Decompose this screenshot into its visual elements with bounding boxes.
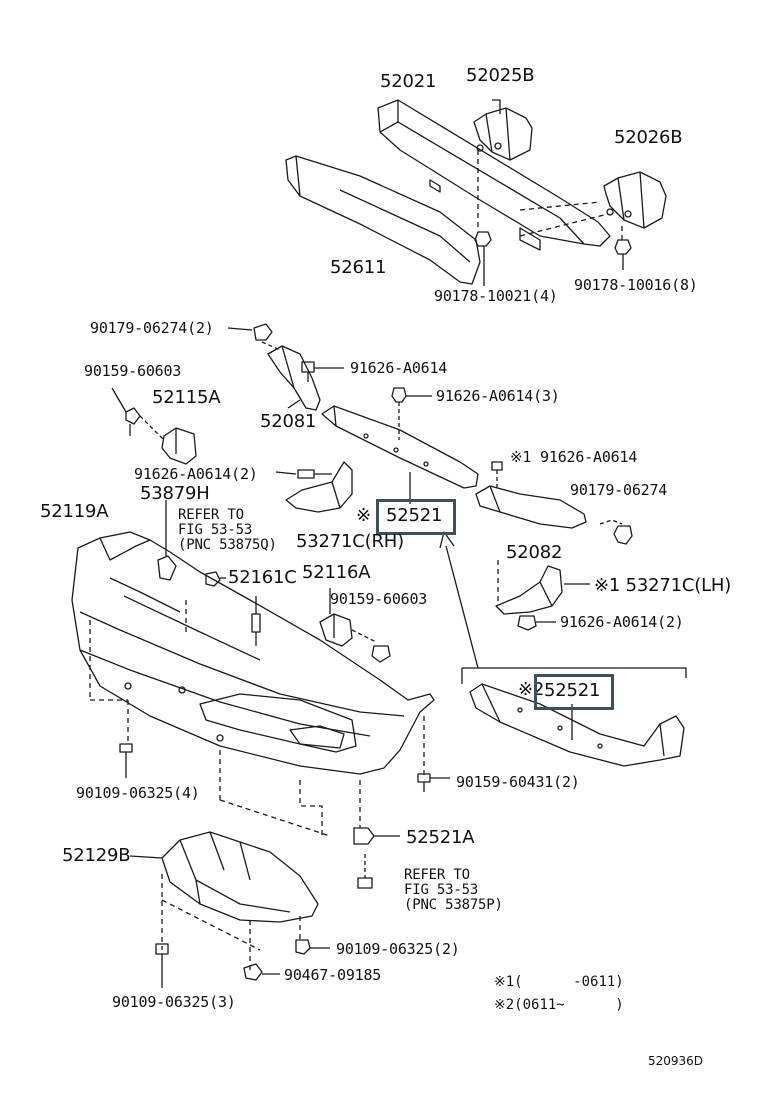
label-91626-a0614-a: 91626-A0614 (350, 359, 448, 377)
ref2-line2: FIG 53-53 (404, 882, 479, 898)
label-52521-alt[interactable]: 52521 (544, 680, 601, 701)
nut-90178-10016 (614, 239, 632, 270)
label-90179-06274: 90179-06274 (570, 481, 668, 499)
note-2: ※2(0611~ ) (494, 997, 624, 1013)
retainer-52521-alt (461, 667, 687, 767)
label-90159-60603-b: 90159-60603 (330, 590, 428, 608)
ref1-line1: REFER TO (178, 507, 244, 523)
bolt-91626-a0614-a (301, 361, 344, 382)
bolt-90109-06325-2 (295, 939, 330, 955)
bracket-52082 (475, 461, 633, 545)
label-53271c-rh: 53271C(RH) (296, 531, 404, 552)
label-53879h: 53879H (140, 483, 210, 504)
label-52021: 52021 (380, 71, 437, 92)
label-90159-60431-2: 90159-60431(2) (456, 773, 580, 791)
bracket-52026b (519, 171, 667, 240)
clip-90467-09185 (243, 963, 280, 981)
ref1-line2: FIG 53-53 (178, 522, 253, 538)
clip-52161c-screw (251, 596, 261, 646)
bolt-52161c (205, 571, 226, 587)
bolt-ref2 (357, 854, 373, 889)
retainer-52081 (267, 345, 321, 411)
highlight-box-52521-alt (534, 674, 614, 710)
clip-53879h (157, 500, 177, 581)
label-90109-06325-3: 90109-06325(3) (112, 993, 236, 1011)
bolt-90109-06325-4 (119, 743, 133, 778)
nut-90178-10021 (474, 231, 492, 286)
retainer-52521-main (321, 405, 479, 504)
bracket-53271c-lh (495, 560, 590, 631)
bolt-90159-60431-2 (417, 773, 450, 792)
label-90109-06325-2: 90109-06325(2) (336, 940, 460, 958)
ref2-line3: (PNC 53875P) (404, 897, 503, 913)
label-90109-06325-4: 90109-06325(4) (76, 784, 200, 802)
label-52521-main[interactable]: 52521 (386, 505, 443, 526)
highlight-box-52521-main (376, 499, 456, 535)
bracket-52025b (473, 99, 533, 230)
bracket-52116a (319, 588, 391, 663)
figure-code: 520936D (648, 1054, 704, 1068)
label-52115a: 52115A (152, 387, 221, 408)
label-91626-a0614-2b: 91626-A0614(2) (560, 613, 684, 631)
label-90179-06274-2: 90179-06274(2) (90, 319, 214, 337)
ref1-line3: (PNC 53875Q) (178, 537, 277, 553)
bolt-90109-06325-3 (155, 943, 169, 988)
label-53271c-lh: ※1 53271C(LH) (594, 575, 732, 596)
label-52081: 52081 (260, 411, 317, 432)
label-52611: 52611 (330, 257, 387, 278)
label-90159-60603-a: 90159-60603 (84, 362, 182, 380)
label-91626-a0614-2a: 91626-A0614(2) (134, 465, 258, 483)
note-1: ※1( -0611) (494, 974, 624, 990)
bracket-53271c-rh (275, 461, 353, 513)
label-52521a: 52521A (406, 827, 475, 848)
bumper-reinforcement-52021 (377, 99, 611, 251)
ref2-line1: REFER TO (404, 867, 470, 883)
bracket-52115a (111, 387, 197, 465)
direction-arrow (439, 531, 479, 669)
label-52025b: 52025B (466, 65, 535, 86)
clip-52521a (353, 827, 400, 845)
label-52119a: 52119A (40, 501, 109, 522)
label-52521-alt-mark: ※2 (518, 679, 545, 700)
label-90178-10016: 90178-10016(8) (574, 276, 698, 294)
label-52161c: 52161C (228, 567, 297, 588)
label-52082: 52082 (506, 542, 563, 563)
bumper-cover-52119a (71, 531, 435, 837)
label-52129b: 52129B (62, 845, 131, 866)
label-90467-09185: 90467-09185 (284, 966, 382, 984)
label-52521-main-mark: ※ (356, 505, 371, 526)
label-90178-10021: 90178-10021(4) (434, 287, 558, 305)
label-52116a: 52116A (302, 562, 371, 583)
nut-90179-06274-a (227, 323, 281, 351)
label-91626-a0614-mark1: ※1 91626-A0614 (510, 448, 638, 466)
undercover-52129b (129, 831, 319, 970)
bolt-91626-a0614-3 (391, 387, 432, 440)
label-52026b: 52026B (614, 127, 683, 148)
absorber-52611 (285, 155, 481, 285)
label-91626-a0614-3: 91626-A0614(3) (436, 387, 560, 405)
